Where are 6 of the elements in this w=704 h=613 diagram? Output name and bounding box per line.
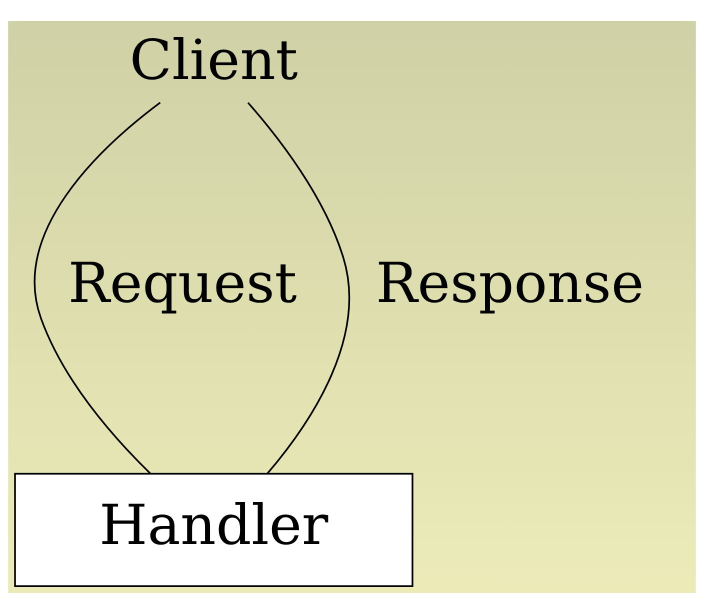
edge-label: Request: [68, 251, 297, 316]
connector: [34, 101, 161, 474]
node-box: Handler: [14, 472, 414, 586]
node-text: Client: [130, 28, 298, 93]
connector: [247, 102, 350, 474]
edge-label: Response: [376, 251, 644, 316]
